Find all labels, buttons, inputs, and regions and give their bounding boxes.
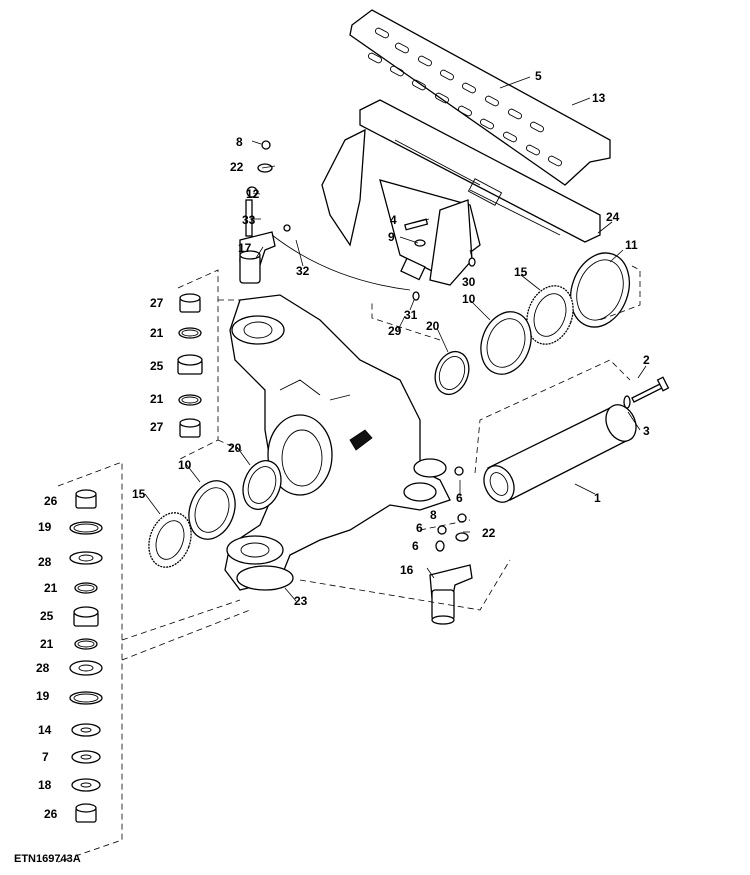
part-label-10-right: 10	[462, 292, 476, 306]
part-label-2: 2	[643, 353, 650, 367]
part-label-22-top: 22	[230, 160, 244, 174]
part-label-3: 3	[643, 424, 650, 438]
part-label-20-right: 20	[426, 319, 440, 333]
part-label-17: 17	[238, 241, 252, 255]
part-label-31: 31	[404, 308, 418, 322]
part-label-18: 18	[38, 778, 52, 792]
part-label-28-top: 28	[38, 555, 52, 569]
figure-reference-code: ETN169743A	[14, 853, 81, 865]
part-label-8-top: 8	[236, 135, 243, 149]
part-label-6-a: 6	[456, 491, 463, 505]
part-label-23: 23	[294, 594, 308, 608]
part-label-10-left: 10	[178, 458, 192, 472]
step-plate	[349, 9, 611, 186]
part-label-21-a: 21	[150, 326, 164, 340]
part-label-26-bottom: 26	[44, 807, 58, 821]
part-label-25-a: 25	[150, 359, 164, 373]
part-label-13: 13	[592, 91, 606, 105]
part-label-5: 5	[535, 69, 542, 83]
part-label-28-bottom: 28	[36, 661, 50, 675]
part-label-15-right: 15	[514, 265, 528, 279]
part-label-19-bottom: 19	[36, 689, 50, 703]
part-label-27-bottom: 27	[150, 420, 164, 434]
part-label-11: 11	[625, 238, 638, 252]
part-label-33: 33	[242, 213, 256, 227]
steering-knuckle-housing	[224, 294, 451, 591]
part-label-22-bottom: 22	[482, 526, 496, 540]
bolt-and-washer	[623, 376, 670, 409]
lower-king-pin	[429, 466, 473, 625]
dashed-guide-lines	[57, 265, 641, 863]
part-label-6-c: 6	[412, 539, 419, 553]
axle-tube	[483, 404, 637, 503]
part-label-19-top: 19	[38, 520, 52, 534]
part-label-4: 4	[390, 213, 397, 227]
part-label-24: 24	[606, 210, 620, 224]
part-label-15-left: 15	[132, 487, 146, 501]
part-label-9: 9	[388, 230, 395, 244]
part-label-32: 32	[296, 264, 310, 278]
left-bearing-stack	[148, 460, 282, 568]
part-label-6-b: 6	[416, 521, 423, 535]
part-label-21-b: 21	[150, 392, 164, 406]
part-label-27-top: 27	[150, 296, 164, 310]
leader-lines	[144, 76, 647, 602]
upper-spacer-stack	[177, 293, 203, 438]
part-label-1: 1	[594, 491, 601, 505]
part-label-26-top: 26	[44, 494, 58, 508]
part-label-25-b: 25	[40, 609, 54, 623]
part-label-12: 12	[246, 187, 260, 201]
part-label-14: 14	[38, 723, 52, 737]
upper-king-pin	[239, 140, 411, 291]
part-label-7: 7	[42, 750, 49, 764]
part-label-20-left: 20	[228, 441, 242, 455]
part-label-8-bottom: 8	[430, 508, 437, 522]
part-label-21-c: 21	[44, 581, 58, 595]
part-label-29: 29	[388, 324, 402, 338]
lower-spacer-stack	[69, 489, 103, 823]
part-label-16: 16	[400, 563, 414, 577]
right-bearing-stack	[434, 252, 630, 396]
part-label-30: 30	[462, 275, 476, 289]
part-label-21-d: 21	[40, 637, 54, 651]
